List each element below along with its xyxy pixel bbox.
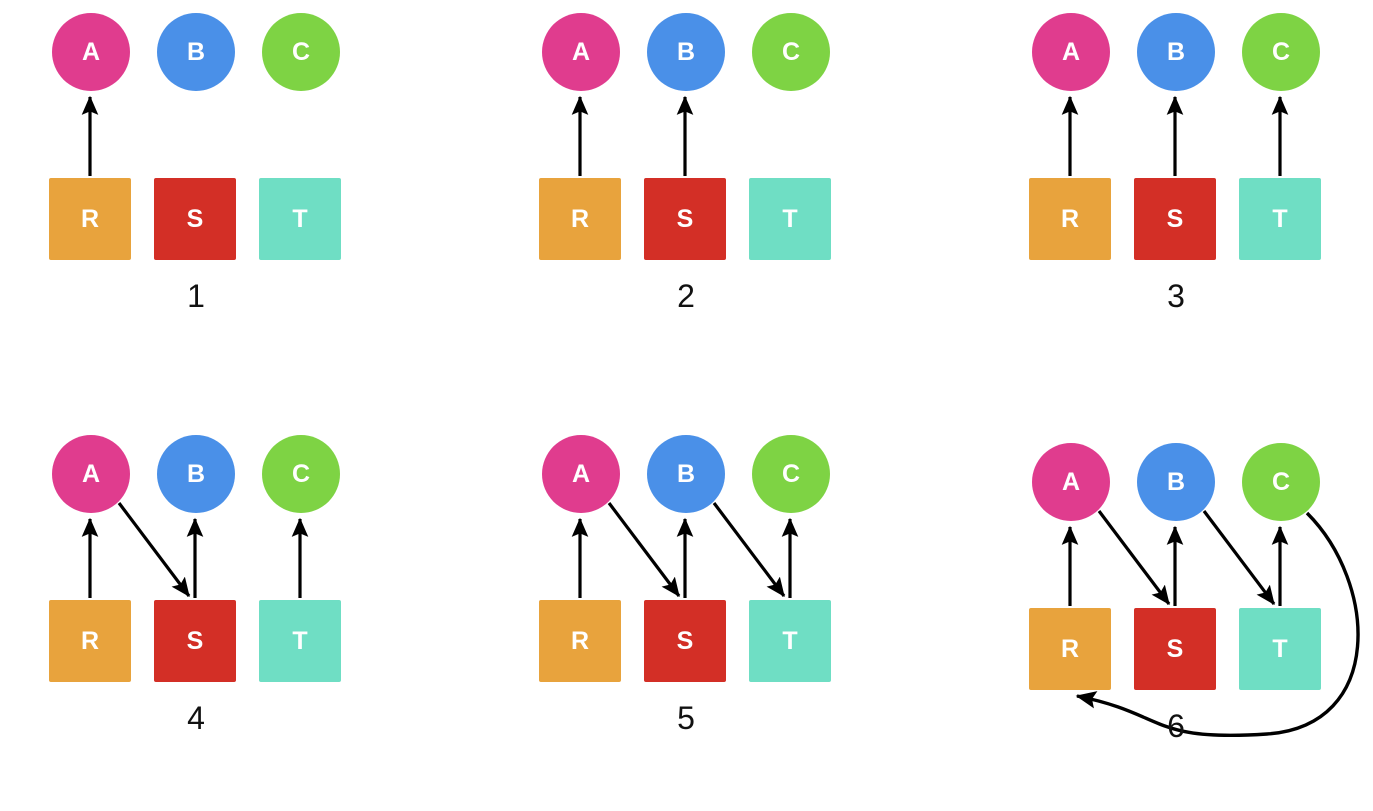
panel-3-number-label: 3 xyxy=(1167,278,1185,314)
node-label: C xyxy=(781,459,801,488)
node-label: T xyxy=(1272,204,1288,233)
panel-5-number-label: 5 xyxy=(677,700,695,736)
panel-3-node-r[interactable]: R xyxy=(1029,178,1111,260)
node-label: B xyxy=(1166,467,1186,496)
panel-5-node-b[interactable]: B xyxy=(647,435,725,513)
panel-6-node-t[interactable]: T xyxy=(1239,608,1321,690)
panel-6-node-s[interactable]: S xyxy=(1134,608,1216,690)
node-label: R xyxy=(80,204,100,233)
panel-6-edge-B-to-T xyxy=(1202,510,1276,606)
panel-6-node-b[interactable]: B xyxy=(1137,443,1215,521)
panel-3-node-c[interactable]: C xyxy=(1242,13,1320,91)
panel-4-node-r[interactable]: R xyxy=(49,600,131,682)
node-label: S xyxy=(676,626,694,655)
node-label: C xyxy=(781,37,801,66)
node-label: T xyxy=(292,626,308,655)
node-label: A xyxy=(1061,467,1081,496)
node-label: S xyxy=(186,204,204,233)
panel-3-node-s[interactable]: S xyxy=(1134,178,1216,260)
panel-2-node-t[interactable]: T xyxy=(749,178,831,260)
panel-4-node-a[interactable]: A xyxy=(52,435,130,513)
diagram-panel-4: A B C R S T 4 xyxy=(0,422,373,803)
node-label: C xyxy=(291,459,311,488)
panel-1-node-s[interactable]: S xyxy=(154,178,236,260)
panel-6-node-c[interactable]: C xyxy=(1242,443,1320,521)
panel-5-edge-B-to-T xyxy=(712,502,786,598)
panel-1-node-a[interactable]: A xyxy=(52,13,130,91)
node-label: S xyxy=(1166,204,1184,233)
node-label: R xyxy=(570,626,590,655)
panel-2-node-s[interactable]: S xyxy=(644,178,726,260)
panel-2-node-r[interactable]: R xyxy=(539,178,621,260)
diagram-panel-6: A B C R S T 6 xyxy=(980,430,1360,811)
node-label: A xyxy=(571,37,591,66)
panel-1-number-label: 1 xyxy=(187,278,205,314)
node-label: T xyxy=(782,626,798,655)
node-label: T xyxy=(1272,634,1288,663)
panel-2-node-c[interactable]: C xyxy=(752,13,830,91)
panel-3-node-b[interactable]: B xyxy=(1137,13,1215,91)
panel-4-node-b[interactable]: B xyxy=(157,435,235,513)
panel-5-node-c[interactable]: C xyxy=(752,435,830,513)
node-label: B xyxy=(186,37,206,66)
diagram-panel-5: A B C R S T 5 xyxy=(490,422,863,803)
panel-5-node-s[interactable]: S xyxy=(644,600,726,682)
panel-6-node-a[interactable]: A xyxy=(1032,443,1110,521)
node-label: T xyxy=(782,204,798,233)
panel-1-node-b[interactable]: B xyxy=(157,13,235,91)
panel-1-node-r[interactable]: R xyxy=(49,178,131,260)
node-label: B xyxy=(676,37,696,66)
panel-4-node-c[interactable]: C xyxy=(262,435,340,513)
panel-6-node-r[interactable]: R xyxy=(1029,608,1111,690)
diagram-panel-2: A B C R S T 2 xyxy=(490,0,863,381)
panel-5-node-r[interactable]: R xyxy=(539,600,621,682)
node-label: A xyxy=(81,37,101,66)
panel-6-number-label: 6 xyxy=(1167,708,1185,744)
panel-5-node-t[interactable]: T xyxy=(749,600,831,682)
node-label: R xyxy=(1060,204,1080,233)
panel-2-node-b[interactable]: B xyxy=(647,13,725,91)
node-label: A xyxy=(81,459,101,488)
node-label: T xyxy=(292,204,308,233)
panel-4-number-label: 4 xyxy=(187,700,205,736)
node-label: R xyxy=(80,626,100,655)
node-label: S xyxy=(676,204,694,233)
panel-1-node-t[interactable]: T xyxy=(259,178,341,260)
node-label: B xyxy=(1166,37,1186,66)
panel-3-node-a[interactable]: A xyxy=(1032,13,1110,91)
panel-1-node-c[interactable]: C xyxy=(262,13,340,91)
diagram-panel-3: A B C R S T 3 xyxy=(980,0,1353,381)
node-label: C xyxy=(1271,37,1291,66)
panel-2-number-label: 2 xyxy=(677,278,695,314)
panel-4-node-s[interactable]: S xyxy=(154,600,236,682)
panel-3-node-t[interactable]: T xyxy=(1239,178,1321,260)
panel-4-edge-A-to-S xyxy=(117,502,191,598)
node-label: C xyxy=(291,37,311,66)
panel-6-edge-A-to-S xyxy=(1097,510,1171,606)
node-label: B xyxy=(676,459,696,488)
diagram-panel-1: A B C R S T 1 xyxy=(0,0,373,381)
panel-5-edge-A-to-S xyxy=(607,502,681,598)
node-label: A xyxy=(571,459,591,488)
node-label: S xyxy=(186,626,204,655)
panel-2-node-a[interactable]: A xyxy=(542,13,620,91)
node-label: A xyxy=(1061,37,1081,66)
node-label: R xyxy=(1060,634,1080,663)
node-label: S xyxy=(1166,634,1184,663)
node-label: R xyxy=(570,204,590,233)
panel-4-node-t[interactable]: T xyxy=(259,600,341,682)
panel-5-node-a[interactable]: A xyxy=(542,435,620,513)
node-label: C xyxy=(1271,467,1291,496)
node-label: B xyxy=(186,459,206,488)
